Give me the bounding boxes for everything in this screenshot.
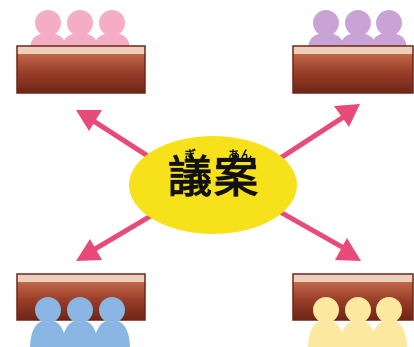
people-bottom-left <box>30 297 130 347</box>
people-top-left <box>30 10 130 48</box>
arrows <box>76 104 361 261</box>
furigana-gi: ぎ <box>183 148 196 162</box>
group-top-left <box>16 10 146 94</box>
group-bottom-left <box>16 273 146 347</box>
furigana-an: あん <box>227 148 252 162</box>
arrow-bottom-left <box>76 211 157 261</box>
arrow-top-left <box>76 110 157 163</box>
desk-top-right <box>292 45 414 94</box>
arrow-top-right <box>279 104 360 160</box>
group-top-right <box>292 10 414 94</box>
diagram-title: 議案 <box>168 152 260 203</box>
people-top-right <box>308 10 407 48</box>
people-bottom-right <box>308 297 407 347</box>
center-ellipse <box>129 136 297 234</box>
desk-top-left <box>16 45 146 94</box>
arrow-bottom-right <box>279 210 361 261</box>
group-bottom-right <box>292 273 414 347</box>
